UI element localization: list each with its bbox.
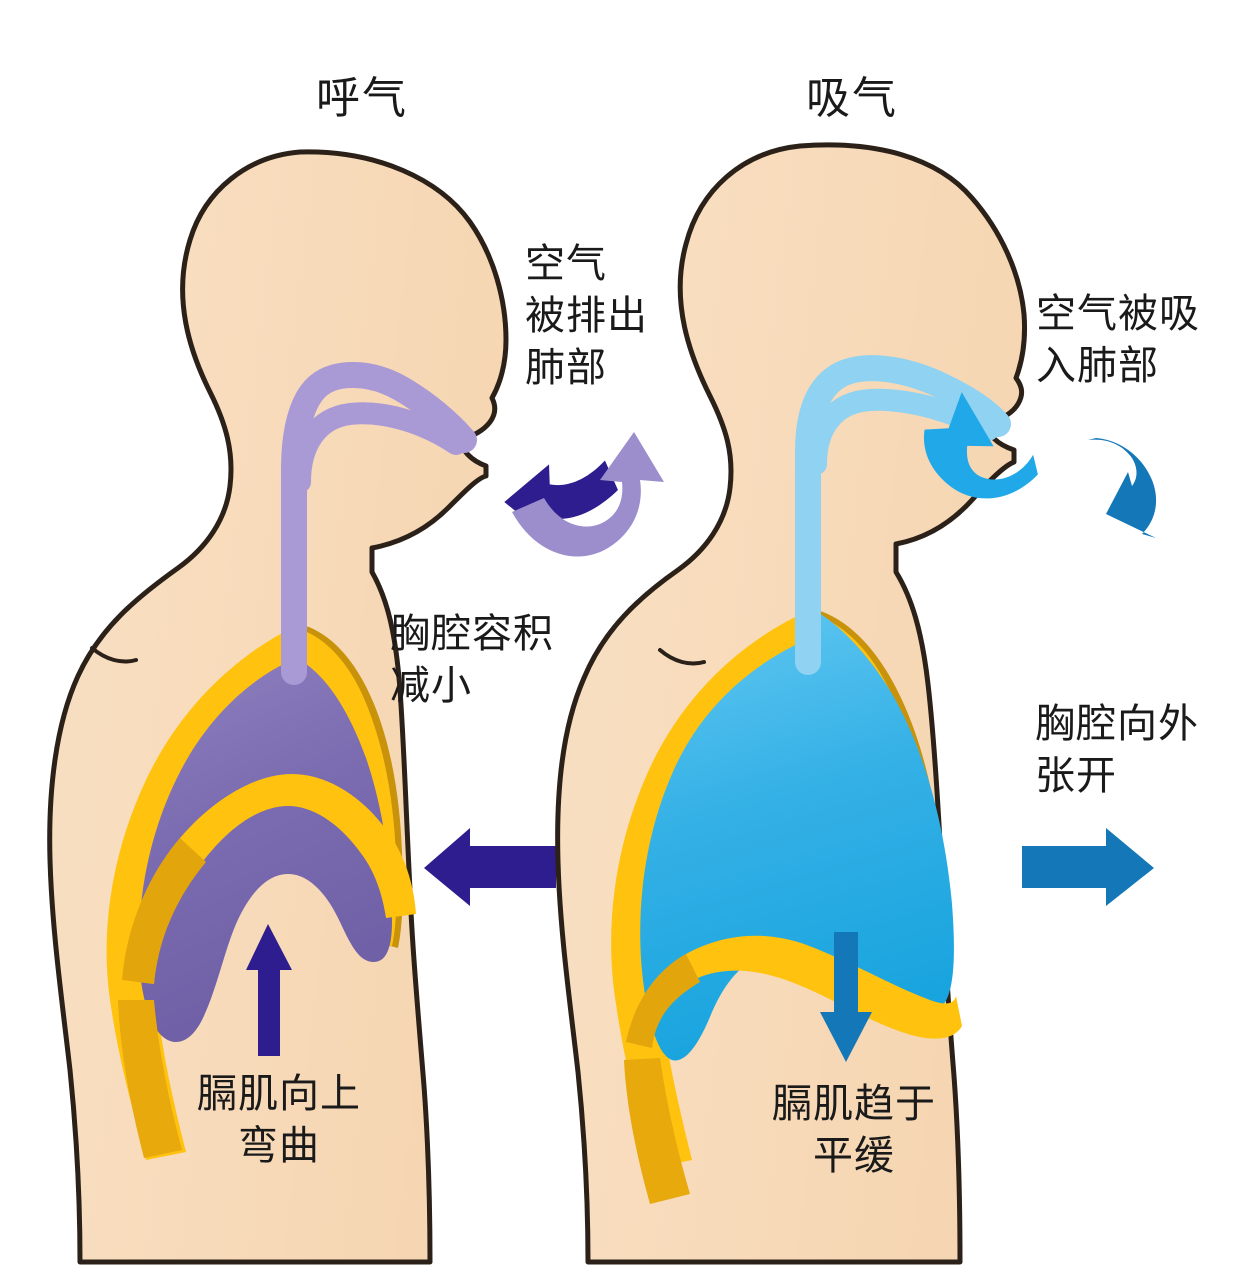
panel-title-exhale: 呼气 <box>316 73 408 124</box>
arrow-chest-expand-icon <box>1022 828 1154 906</box>
abdomen-streak-right <box>624 1058 690 1204</box>
shoulder-crease-left <box>90 646 138 664</box>
figure-inhale <box>555 142 1157 1265</box>
rib-cage-right <box>611 610 832 1168</box>
panel-title-inhale: 吸气 <box>806 73 898 124</box>
arrow-diaphragm-down-icon <box>820 932 872 1062</box>
arrow-diaphragm-up-icon <box>246 924 292 1056</box>
label-air-expelled: 空气 被排出 肺部 <box>525 241 648 391</box>
diaphragm-right <box>626 935 962 1048</box>
shoulder-crease-right <box>658 648 706 666</box>
rib-cage-left <box>106 624 320 1160</box>
diaphragm-shadow-right <box>626 954 700 1048</box>
label-chest-expands-outward: 胸腔向外 张开 <box>1035 701 1199 799</box>
diaphragm-shadow-left <box>122 838 206 984</box>
diaphragm-left <box>122 774 416 984</box>
label-chest-volume-decrease: 胸腔容积 减小 <box>390 611 554 709</box>
abdomen-streak-left <box>118 1000 182 1158</box>
curved-arrow-dark-blue-icon <box>1088 438 1157 538</box>
label-diaphragm-curves-up: 膈肌向上 弯曲 <box>197 1071 361 1169</box>
curved-arrow-light-blue-icon <box>923 392 1038 499</box>
label-diaphragm-flattens: 膈肌趋于 平缓 <box>772 1081 936 1179</box>
curved-arrow-light-purple-icon <box>512 432 664 557</box>
lung-left <box>138 600 392 1043</box>
arrow-chest-compress-icon <box>424 828 556 906</box>
airway-right <box>795 355 1011 675</box>
figure-exhale <box>47 149 664 1265</box>
airway-left <box>281 362 477 685</box>
airway-oral-left <box>289 402 467 493</box>
label-air-inhaled: 空气被吸 入肺部 <box>1036 291 1200 389</box>
